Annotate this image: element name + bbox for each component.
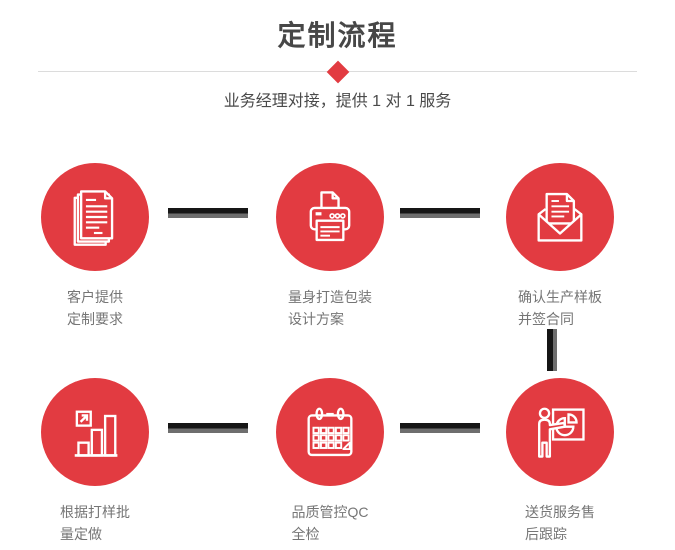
step-label-line: 根据打样批 xyxy=(60,504,130,520)
step-label-line: 送货服务售 xyxy=(525,504,595,520)
printer-icon xyxy=(309,191,351,242)
step-label-line: 并签合同 xyxy=(518,311,574,327)
step-label-6: 送货服务售 后跟踪 xyxy=(480,501,640,545)
step-label-line: 品质管控QC xyxy=(291,504,369,520)
step-label-line: 设计方案 xyxy=(288,311,344,327)
calendar-icon xyxy=(307,407,353,457)
step-label-line: 定制要求 xyxy=(67,311,123,327)
bar-chart-icon xyxy=(74,410,118,457)
step-label-line: 量身打造包装 xyxy=(288,289,372,305)
step-label-1: 客户提供 定制要求 xyxy=(15,286,175,330)
step-label-line: 确认生产样板 xyxy=(518,289,602,305)
step-label-line: 后跟踪 xyxy=(525,526,567,542)
page-title: 定制流程 xyxy=(277,20,398,51)
step-label-4: 根据打样批 量定做 xyxy=(15,501,175,545)
step-circle-calendar xyxy=(276,378,384,486)
connector-step1-step2 xyxy=(168,208,248,218)
step-label-5: 品质管控QC 全检 xyxy=(250,501,410,545)
diamond-marker xyxy=(326,60,350,84)
step-circle-bar-chart xyxy=(41,378,149,486)
step-circle-presentation xyxy=(506,378,614,486)
documents-icon xyxy=(73,190,114,246)
step-label-line: 量定做 xyxy=(60,526,102,542)
step-circle-printer xyxy=(276,163,384,271)
step-label-3: 确认生产样板 并签合同 xyxy=(480,286,640,330)
presentation-icon xyxy=(538,407,585,458)
envelope-icon xyxy=(537,192,583,242)
step-label-2: 量身打造包装 设计方案 xyxy=(250,286,410,330)
subtitle: 业务经理对接，提供 1 对 1 服务 xyxy=(223,93,452,110)
connector-step4-step5 xyxy=(168,423,248,433)
step-label-line: 全检 xyxy=(291,526,320,542)
connector-step3-step6 xyxy=(547,329,557,371)
step-circle-envelope xyxy=(506,163,614,271)
connector-step2-step3 xyxy=(400,208,480,218)
step-label-line: 客户提供 xyxy=(67,289,123,305)
connector-step5-step6 xyxy=(400,423,480,433)
step-circle-documents xyxy=(41,163,149,271)
